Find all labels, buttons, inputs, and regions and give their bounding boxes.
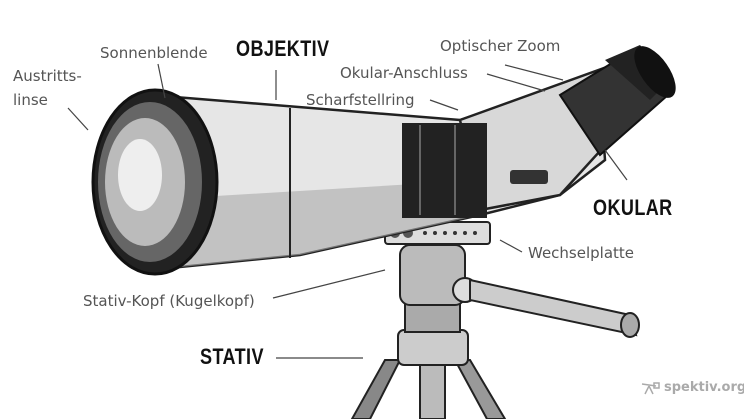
scope-body [91, 45, 676, 276]
label-stativ: STATIV [200, 344, 264, 369]
tripod [350, 299, 507, 419]
label-okular: OKULAR [593, 195, 673, 220]
label-austrittslinse-line2: linse [13, 91, 48, 109]
label-optischer-zoom: Optischer Zoom [440, 37, 561, 55]
leader-lines [67, 63, 628, 359]
watermark: spektiv.org [640, 380, 744, 395]
tripod-head [399, 244, 640, 338]
label-austrittslinse-line1: Austritts- [13, 67, 82, 85]
label-wechselplatte: Wechselplatte [528, 244, 635, 262]
label-scharfstellring: Scharfstellring [306, 91, 415, 109]
label-stativ-kopf: Stativ-Kopf (Kugelkopf) [83, 292, 255, 310]
label-austrittslinse: Austritts- linse [13, 67, 82, 109]
label-sonnenblende: Sonnenblende [100, 44, 208, 62]
telescope-logo-icon [641, 381, 660, 394]
watermark-text: spektiv.org [664, 380, 744, 395]
label-objektiv: OBJEKTIV [236, 36, 330, 61]
label-okular-anschluss: Okular-Anschluss [340, 64, 468, 82]
